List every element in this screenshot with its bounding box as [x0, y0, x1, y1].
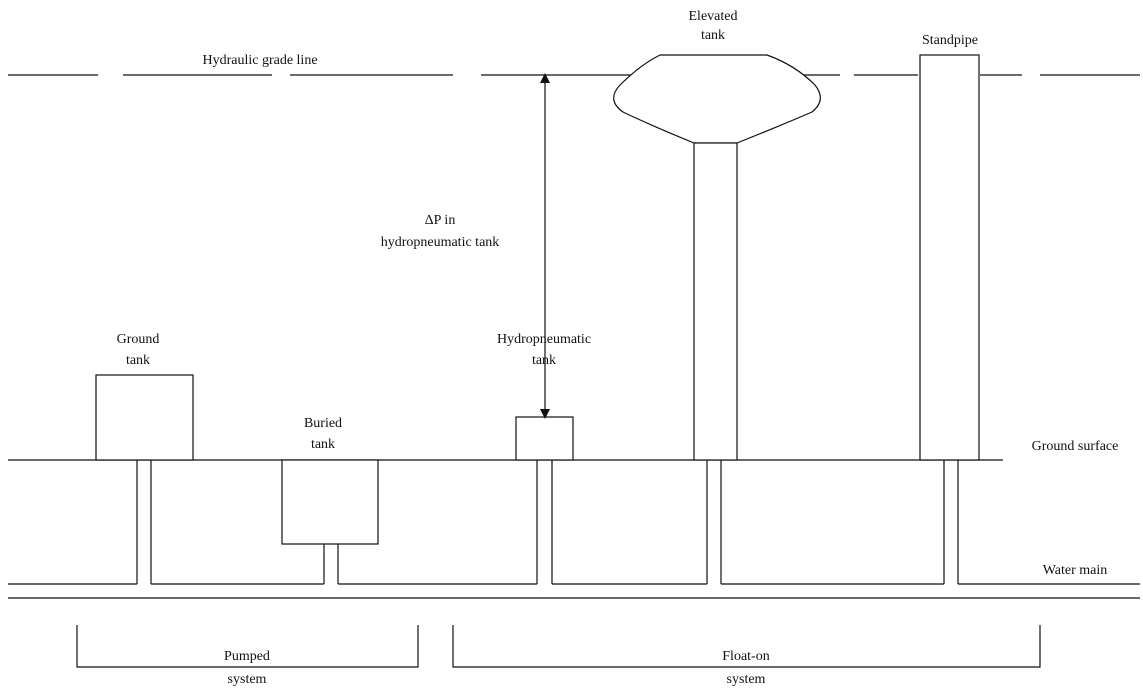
elevated-tank-label-line2: tank [701, 28, 725, 43]
ground-tank-label-line2: tank [126, 353, 150, 368]
hydropneumatic-tank [515, 416, 574, 584]
ground-surface-label: Ground surface [1032, 439, 1119, 454]
ground-tank-label-line1: Ground [117, 332, 160, 347]
buried-tank-label-line2: tank [311, 437, 335, 452]
float-on-system-bracket [452, 625, 1041, 668]
delta-p-label-line1: ΔP in [425, 213, 456, 228]
hydropneumatic-tank-label-line2: tank [532, 353, 556, 368]
ground-tank [95, 374, 194, 584]
standpipe-label: Standpipe [922, 33, 978, 48]
float-on-system-label-line2: system [727, 672, 766, 687]
water-main-pipe [8, 583, 1140, 599]
pumped-system-label-line2: system [228, 672, 267, 687]
water-main-label: Water main [1043, 563, 1108, 578]
elevated-tank [613, 54, 821, 584]
elevated-tank-label-line1: Elevated [689, 9, 738, 24]
pumped-system-label-line1: Pumped [224, 649, 270, 664]
pumped-system-bracket [76, 625, 419, 668]
hydraulic-grade-line-label: Hydraulic grade line [202, 53, 317, 68]
buried-tank-label-line1: Buried [304, 416, 342, 431]
float-on-system-label-line1: Float-on [722, 649, 769, 664]
buried-tank [281, 459, 379, 584]
delta-p-label-line2: hydropneumatic tank [381, 235, 500, 250]
hydropneumatic-tank-label-line1: Hydropneumatic [497, 332, 591, 347]
standpipe [919, 54, 980, 584]
